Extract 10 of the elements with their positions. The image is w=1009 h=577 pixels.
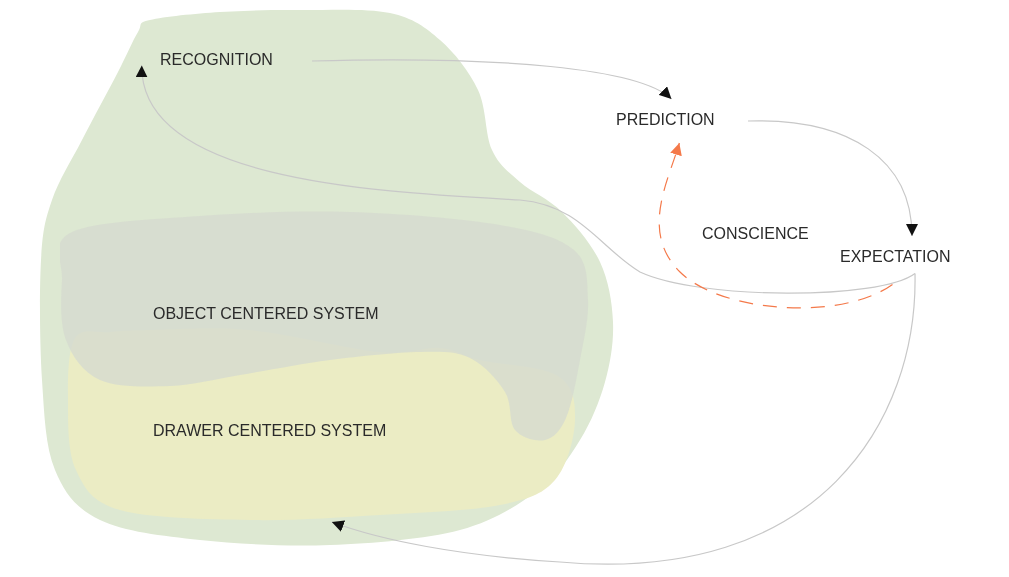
curved-arrow <box>331 272 916 565</box>
concept-label: EXPECTATION <box>840 247 951 267</box>
dashed-arrow <box>658 142 894 309</box>
curved-arrow <box>747 120 918 237</box>
curved-arrow <box>137 64 916 294</box>
concept-label: PREDICTION <box>616 110 715 130</box>
curved-arrow <box>311 59 673 100</box>
region-label: DRAWER CENTERED SYSTEM <box>153 421 387 441</box>
concept-label: RECOGNITION <box>160 50 273 70</box>
region-label: OBJECT CENTERED SYSTEM <box>153 304 379 324</box>
